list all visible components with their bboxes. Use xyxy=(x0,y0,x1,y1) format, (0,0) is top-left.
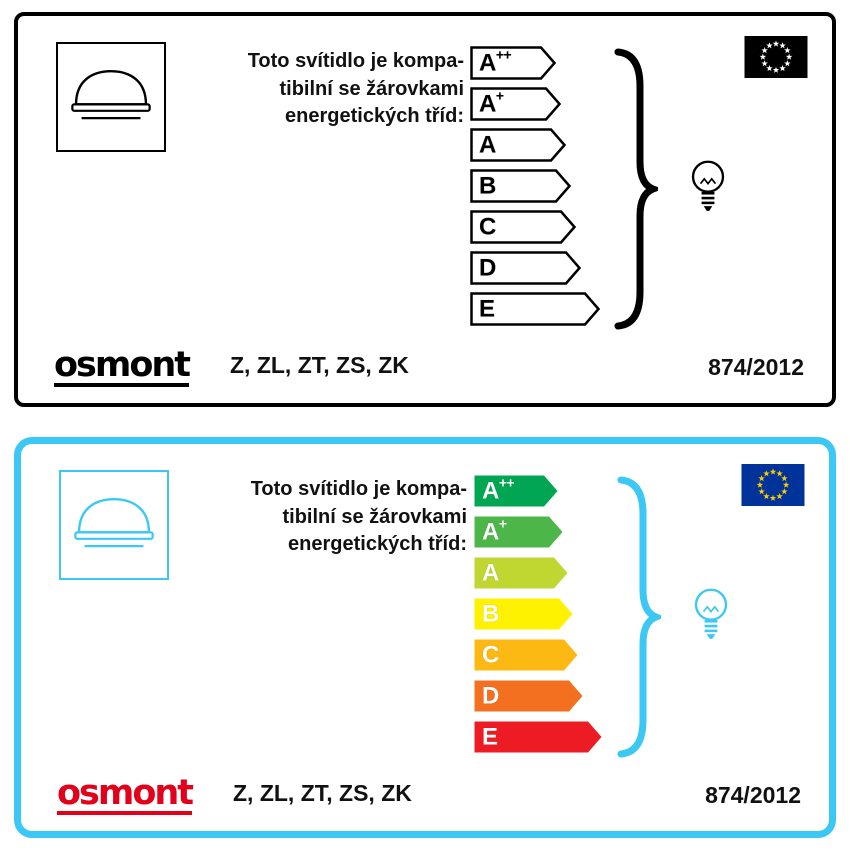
energy-class-arrow-d: D xyxy=(473,679,584,713)
energy-class-list: A++ A+ A B C D xyxy=(470,46,601,333)
arrow-shape xyxy=(474,680,583,712)
energy-class-label: B xyxy=(479,172,496,200)
arrow-shape xyxy=(470,87,562,121)
energy-class-label: B xyxy=(482,600,499,628)
eu-flag-icon xyxy=(741,464,805,506)
energy-class-arrow-c: C xyxy=(473,638,579,672)
osmont-logo: osmont xyxy=(57,775,194,815)
arrow-shape xyxy=(474,516,563,548)
curly-brace-icon xyxy=(617,476,661,758)
compatibility-text: Toto svítidlo je kompa- tibilní se žárov… xyxy=(179,476,467,559)
energy-class-label: D xyxy=(479,254,496,282)
energy-class-arrow-c: C xyxy=(470,210,577,244)
energy-class-arrow-e: E xyxy=(473,720,603,754)
energy-class-arrow-a-plus-plus: A++ xyxy=(470,46,557,80)
text-line: energetických tříd: xyxy=(285,105,464,128)
regulation-number: 874/2012 xyxy=(705,782,801,808)
light-bulb-icon xyxy=(691,160,725,211)
models-text: Z, ZL, ZT, ZS, ZK xyxy=(233,780,412,806)
eu-flag-icon xyxy=(744,36,808,78)
text-line: Toto svítidlo je kompa- xyxy=(250,478,467,500)
arrow-shape xyxy=(470,251,582,285)
arrow-shape xyxy=(470,210,577,244)
text-line: Toto svítidlo je kompa- xyxy=(247,50,464,72)
energy-class-label: C xyxy=(482,641,499,669)
curly-brace-icon xyxy=(614,48,658,330)
energy-class-label: A xyxy=(482,559,499,587)
osmont-logo-text: osmont xyxy=(54,347,191,387)
energy-label-card-color: Toto svítidlo je kompa- tibilní se žárov… xyxy=(14,437,836,838)
models-text: Z, ZL, ZT, ZS, ZK xyxy=(230,352,409,378)
text-line: energetických tříd: xyxy=(288,533,467,556)
energy-class-label: C xyxy=(479,213,496,241)
osmont-logo-text: osmont xyxy=(57,775,194,815)
compatibility-text: Toto svítidlo je kompa- tibilní se žárov… xyxy=(176,48,464,131)
energy-class-label: A+ xyxy=(482,515,507,546)
energy-class-label: E xyxy=(482,723,498,751)
energy-class-arrow-e: E xyxy=(470,292,601,326)
arrow-shape xyxy=(474,557,568,589)
regulation-number: 874/2012 xyxy=(708,354,804,380)
ceiling-luminaire-icon xyxy=(71,70,151,120)
light-bulb-icon xyxy=(694,588,728,639)
arrow-shape xyxy=(474,721,602,753)
arrow-shape xyxy=(470,46,557,80)
energy-label-card-mono: Toto svítidlo je kompa- tibilní se žárov… xyxy=(14,12,836,407)
arrow-shape xyxy=(474,639,578,671)
energy-class-label: A+ xyxy=(479,87,504,118)
energy-class-label: A++ xyxy=(479,46,512,77)
arrow-shape xyxy=(470,128,567,162)
ceiling-luminaire-icon xyxy=(74,498,154,548)
energy-class-label: E xyxy=(479,295,495,323)
luminaire-icon-box xyxy=(56,42,166,152)
arrow-shape xyxy=(474,475,558,507)
text-line: tibilní se žárovkami xyxy=(279,77,464,100)
energy-class-arrow-b: B xyxy=(470,169,572,203)
energy-class-arrow-a-plus: A+ xyxy=(473,515,564,549)
energy-class-list: A++ A+ A B C D xyxy=(473,474,603,761)
energy-class-arrow-a: A xyxy=(470,128,567,162)
energy-class-arrow-d: D xyxy=(470,251,582,285)
energy-class-arrow-a: A xyxy=(473,556,569,590)
osmont-logo: osmont xyxy=(54,347,191,387)
arrow-shape xyxy=(474,598,573,630)
arrow-shape xyxy=(470,292,601,326)
energy-class-label: A xyxy=(479,131,496,159)
energy-class-arrow-a-plus-plus: A++ xyxy=(473,474,559,508)
energy-class-label: D xyxy=(482,682,499,710)
text-line: tibilní se žárovkami xyxy=(282,505,467,528)
luminaire-icon-box xyxy=(59,470,169,580)
arrow-shape xyxy=(470,169,572,203)
energy-class-label: A++ xyxy=(482,474,515,505)
energy-class-arrow-a-plus: A+ xyxy=(470,87,562,121)
energy-class-arrow-b: B xyxy=(473,597,574,631)
